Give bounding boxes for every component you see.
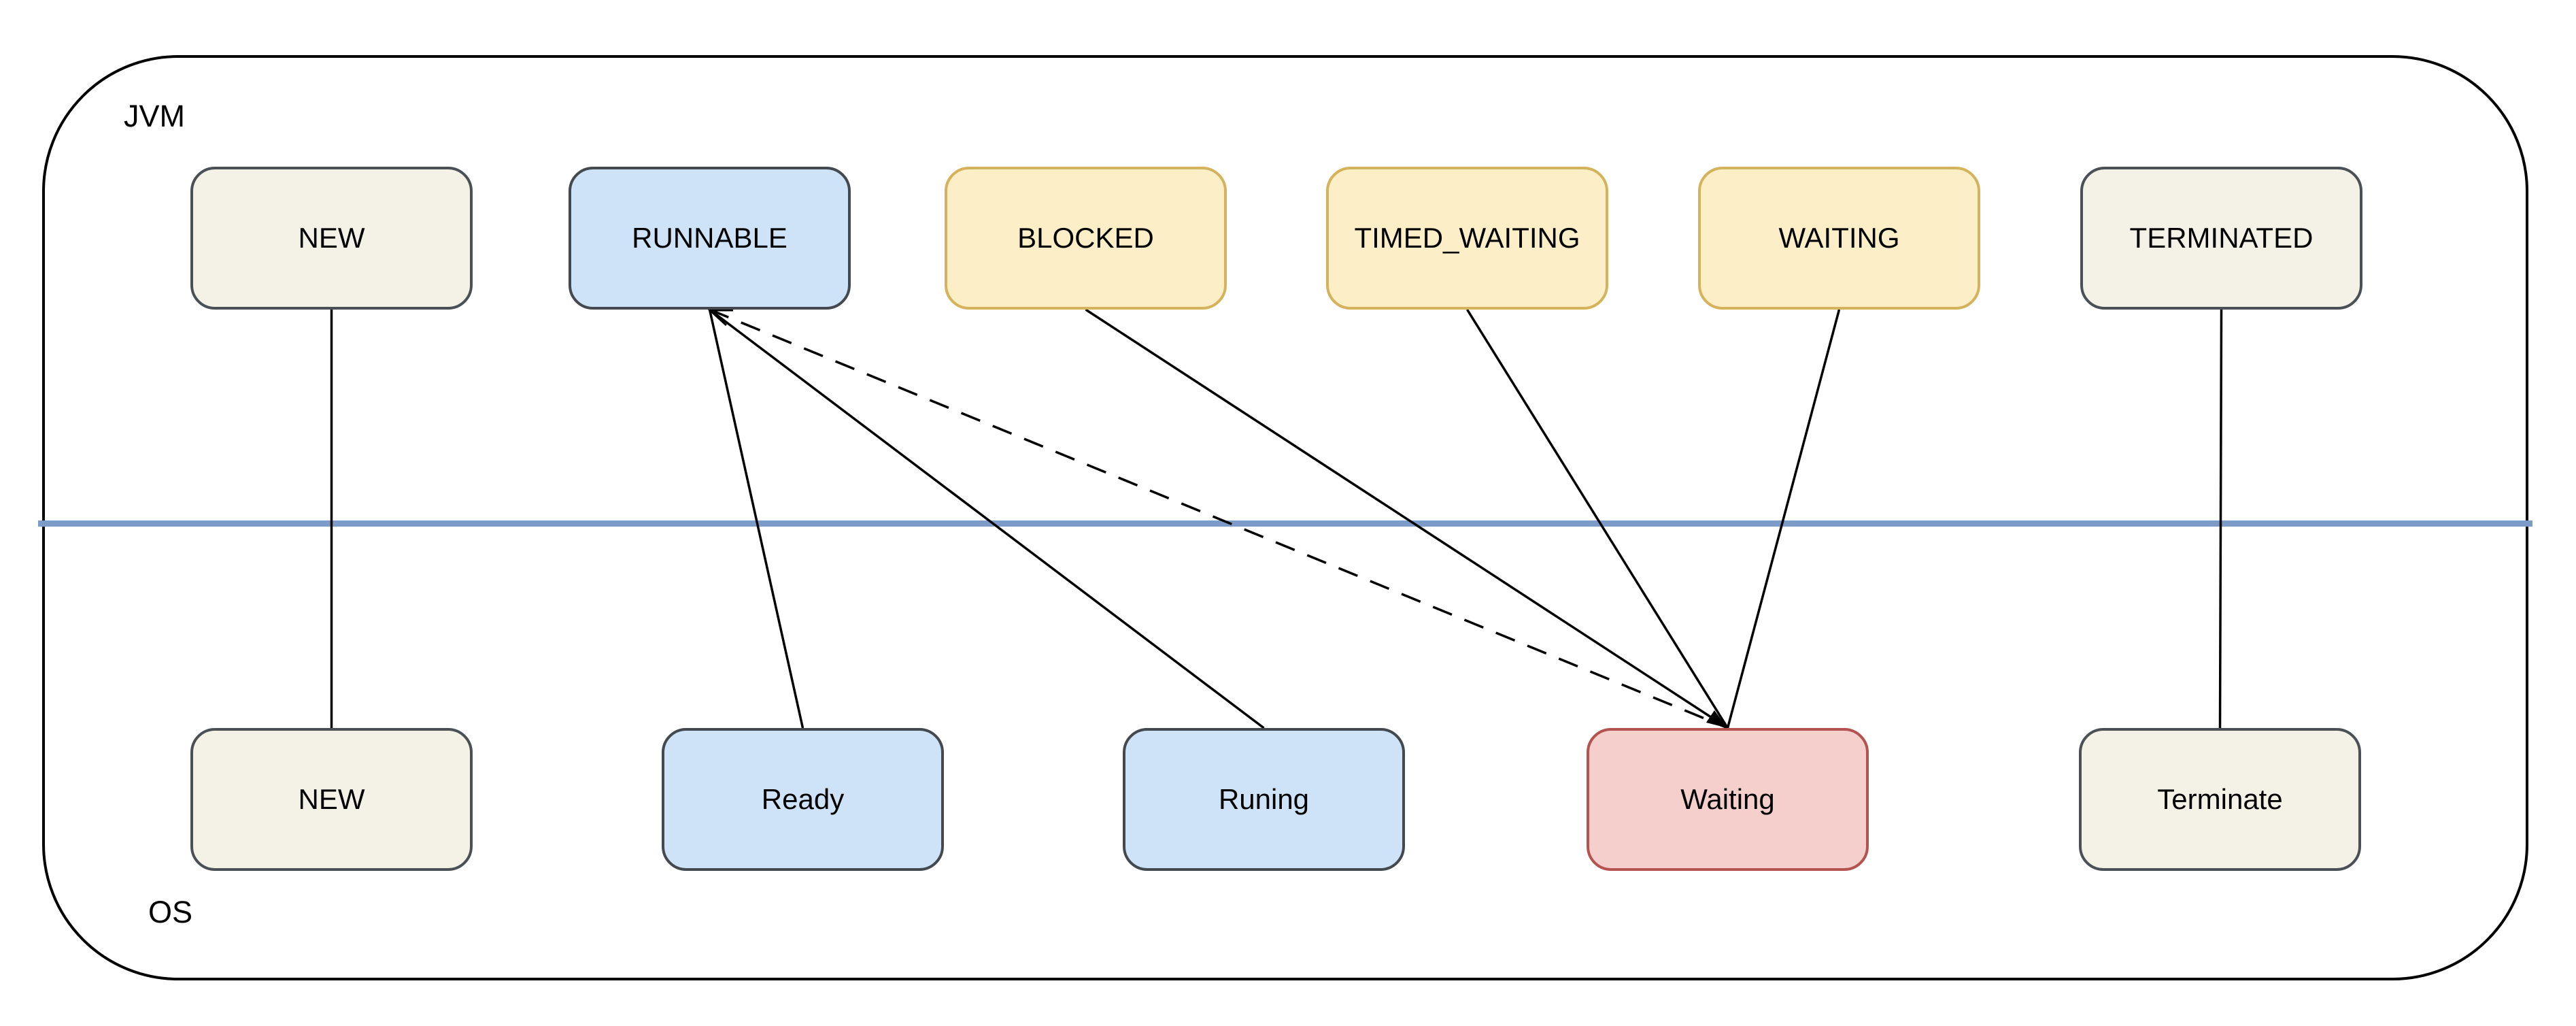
edge-timedwaiting-to-waiting	[1466, 309, 1729, 729]
os-region-label: OS	[148, 895, 193, 929]
edge-runnable-to-runing	[709, 308, 1265, 729]
jvm-os-divider-line	[38, 520, 2532, 527]
arrowhead-barbs-at-runnable	[707, 309, 733, 327]
edge-runnable-to-waiting	[709, 308, 1729, 729]
edge-runnable-to-ready	[708, 309, 804, 729]
node-os-waiting: Waiting	[1587, 728, 1869, 871]
jvm-region-label: JVM	[124, 99, 185, 133]
node-os-ready: Ready	[662, 728, 944, 871]
node-jvm-new: NEW	[190, 167, 473, 310]
node-jvm-terminated: TERMINATED	[2080, 167, 2362, 310]
node-os-new: NEW	[190, 728, 473, 871]
edge-blocked-to-waiting	[1085, 308, 1729, 729]
node-os-terminate: Terminate	[2079, 728, 2361, 871]
edge-waiting-to-waiting	[1726, 309, 1841, 729]
node-jvm-timed-waiting: TIMED_WAITING	[1326, 167, 1608, 310]
arrowhead-into-waiting	[1706, 710, 1727, 728]
node-os-runing: Runing	[1123, 728, 1405, 871]
node-jvm-runnable: RUNNABLE	[569, 167, 851, 310]
edge-terminated-to-terminate	[2218, 309, 2223, 729]
node-jvm-waiting: WAITING	[1698, 167, 1980, 310]
node-jvm-blocked: BLOCKED	[945, 167, 1227, 310]
system-boundary-box	[42, 55, 2528, 980]
